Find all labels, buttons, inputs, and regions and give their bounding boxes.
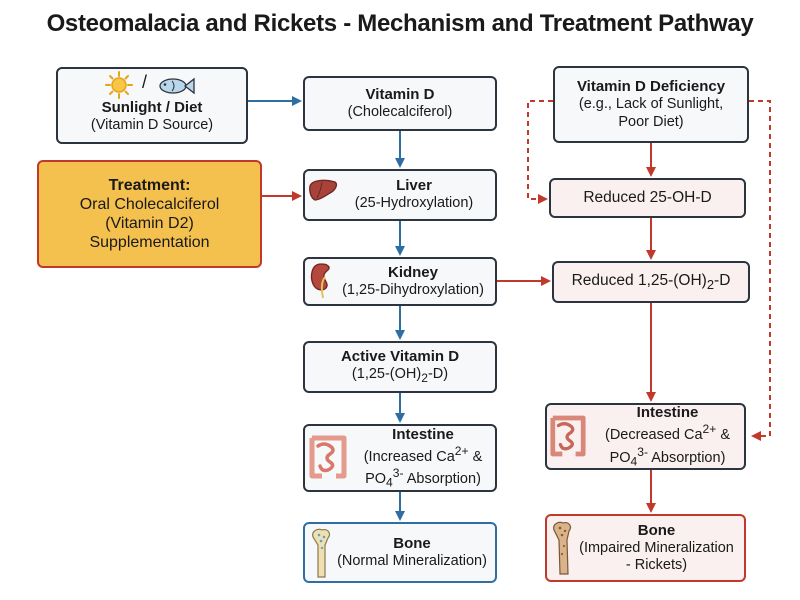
node-title: Vitamin D: [365, 85, 435, 103]
node-line: PO43- Absorption): [365, 466, 481, 490]
text-part: PO: [365, 470, 387, 487]
subscript: 4: [630, 454, 638, 469]
node-title: Bone: [637, 521, 676, 539]
node-line: Poor Diet): [618, 113, 684, 130]
node-vitamin-d: Vitamin D (Cholecalciferol): [303, 76, 497, 131]
text-part: (Increased Ca: [363, 448, 455, 465]
node-line: Oral Cholecalciferol: [79, 195, 220, 213]
node-treatment: Treatment: Oral Cholecalciferol (Vitamin…: [37, 160, 262, 268]
node-kidney: Kidney (1,25-Dihydroxylation): [303, 257, 497, 306]
superscript: 2+: [454, 443, 469, 458]
superscript: 2+: [702, 422, 717, 437]
node-reduced-125-oh2-d: Reduced 1,25-(OH)2-D: [552, 261, 750, 303]
superscript: 3-: [392, 466, 404, 481]
node-title: Active Vitamin D: [340, 348, 460, 366]
node-line: (e.g., Lack of Sunlight,: [578, 96, 724, 113]
node-title: Intestine: [636, 404, 699, 422]
node-line: (Increased Ca2+ &: [364, 444, 483, 466]
text-part: -D): [427, 366, 449, 383]
node-bone-normal: Bone (Normal Mineralization): [303, 522, 497, 583]
text-part: (1,25-(OH): [351, 366, 422, 383]
node-bone-deficient: Bone (Impaired Mineralization - Rickets): [545, 514, 746, 582]
node-intestine-deficient: Intestine (Decreased Ca2+ & PO43- Absorp…: [545, 403, 746, 470]
subscript: 4: [386, 475, 393, 490]
node-label: Reduced 1,25-(OH)2-D: [572, 272, 731, 293]
text-part: &: [716, 427, 730, 444]
text-part: PO: [609, 449, 631, 466]
node-title: Liver: [396, 177, 432, 195]
node-title: Vitamin D Deficiency: [576, 78, 726, 96]
intestine-icon: [309, 435, 347, 479]
dashed-deficiency-to-reduced25: [527, 100, 553, 204]
text-part: -D: [714, 271, 731, 289]
node-subtitle: (1,25-Dihydroxylation): [342, 281, 484, 298]
dashed-deficiency-to-intestine: [749, 100, 771, 441]
text-part: Reduced 1,25-(OH): [571, 271, 707, 289]
node-title: Bone: [393, 534, 431, 552]
bone-icon: [312, 528, 331, 578]
text-part: Absorption): [648, 449, 726, 466]
node-line: (Decreased Ca2+ &: [605, 422, 730, 444]
bone-icon: [553, 521, 572, 575]
node-subtitle: (25-Hydroxylation): [354, 195, 474, 212]
node-line: (Impaired Mineralization: [579, 539, 734, 556]
subscript: 2: [421, 371, 428, 386]
liver-icon: [309, 179, 337, 201]
fish-icon: [159, 77, 195, 95]
node-line: PO43- Absorption): [610, 445, 726, 469]
node-reduced-25-oh-d: Reduced 25-OH-D: [549, 178, 746, 218]
text-part: (Decreased Ca: [605, 427, 703, 444]
node-line: Supplementation: [89, 234, 210, 252]
subscript: 2: [706, 276, 715, 292]
intestine-icon: [550, 415, 586, 457]
node-subtitle: (Vitamin D Source): [90, 116, 214, 133]
node-subtitle: (Cholecalciferol): [347, 103, 453, 120]
sun-icon: [105, 71, 133, 99]
node-sunlight-diet: Sunlight / Diet (Vitamin D Source): [56, 67, 248, 144]
node-title: Intestine: [392, 425, 454, 443]
kidney-icon: [310, 263, 330, 299]
page-title: Osteomalacia and Rickets - Mechanism and…: [46, 10, 754, 37]
text-part: &: [468, 448, 483, 465]
node-line: (Vitamin D2): [105, 215, 194, 232]
node-vitamin-d-deficiency: Vitamin D Deficiency (e.g., Lack of Sunl…: [553, 66, 749, 143]
node-title: Treatment:: [108, 176, 191, 194]
icon-separator: /: [142, 72, 148, 92]
node-subtitle: (1,25-(OH)2-D): [352, 366, 448, 385]
node-label: Reduced 25-OH-D: [583, 188, 712, 206]
node-title: Sunlight / Diet: [101, 98, 203, 116]
superscript: 3-: [637, 444, 649, 459]
node-intestine-normal: Intestine (Increased Ca2+ & PO43- Absorp…: [303, 424, 497, 492]
node-active-vitamin-d: Active Vitamin D (1,25-(OH)2-D): [303, 341, 497, 393]
node-title: Kidney: [387, 263, 438, 281]
node-line: - Rickets): [625, 557, 688, 573]
node-subtitle: (Normal Mineralization): [337, 552, 487, 569]
text-part: Absorption): [403, 470, 481, 487]
node-liver: Liver (25-Hydroxylation): [303, 169, 497, 221]
